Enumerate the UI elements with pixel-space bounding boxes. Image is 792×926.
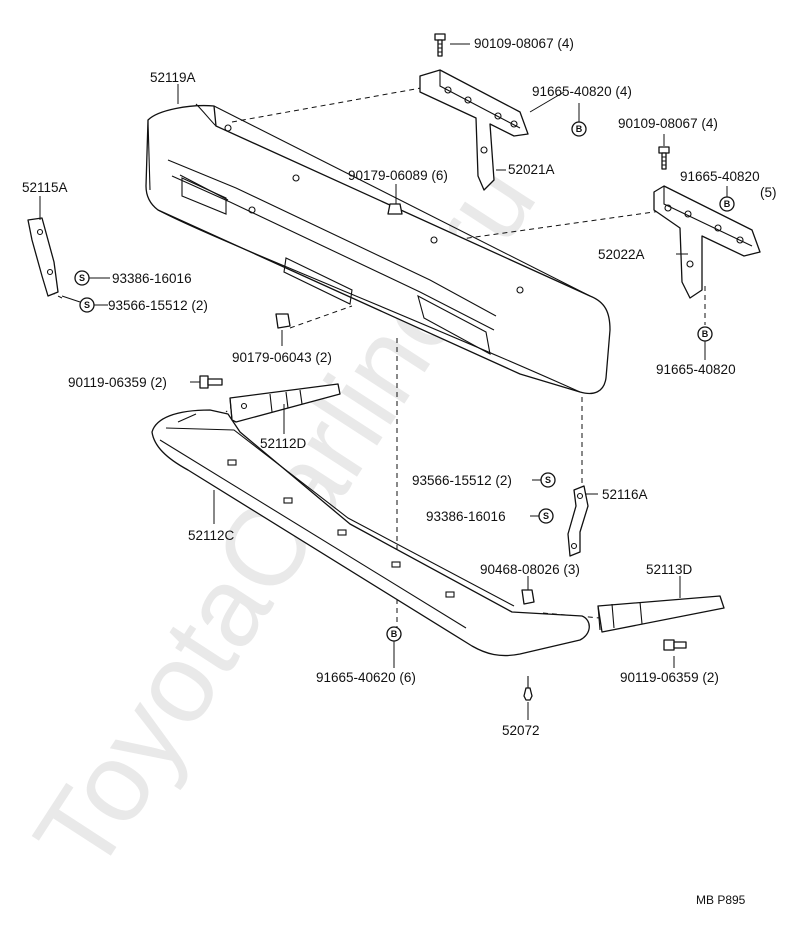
clip-icon	[275, 313, 291, 329]
label-lower-cover: 52112C	[188, 528, 235, 543]
screw-s-icon: S	[540, 472, 556, 488]
label-nut-b-bottom: 91665-40620 (6)	[316, 670, 416, 685]
lower-cover	[151, 409, 590, 657]
nut-b-icon: B	[719, 196, 735, 212]
svg-text:B: B	[702, 329, 709, 339]
svg-text:S: S	[543, 511, 549, 521]
label-nut-b-top-1: 91665-40820 (4)	[532, 84, 632, 99]
label-clip-mid: 90179-06043 (2)	[232, 350, 332, 365]
nut-b-icon: B	[571, 121, 587, 137]
label-bolt-left: 90119-06359 (2)	[68, 375, 167, 390]
svg-text:S: S	[84, 300, 90, 310]
hardware	[199, 33, 687, 701]
part-labels: 90109-08067 (4) 52119A 91665-40820 (4) 9…	[22, 36, 777, 738]
label-bumper-cover: 52119A	[150, 70, 196, 85]
bolt-icon	[658, 146, 670, 170]
label-grommet: 52072	[502, 723, 540, 738]
svg-text:B: B	[724, 199, 731, 209]
label-bolt-top-1: 90109-08067 (4)	[474, 36, 574, 51]
screw-s-icon: S	[538, 508, 554, 524]
nut-b-icon: B	[386, 626, 402, 642]
reinforcement-arm-left	[419, 69, 529, 191]
extension-left	[229, 383, 341, 423]
leader-lines	[39, 43, 728, 720]
side-bracket-right	[567, 485, 589, 557]
screw-s-icon: S	[74, 270, 90, 286]
label-screw-s-left-2: 93566-15512 (2)	[108, 298, 208, 313]
bolt-icon	[199, 375, 223, 389]
label-bolt-right: 90119-06359 (2)	[620, 670, 719, 685]
nut-b-icon: B	[697, 326, 713, 342]
reinforcement-arm-right	[653, 185, 761, 299]
label-nut-b-right-1-qty: (5)	[760, 185, 777, 200]
side-bracket-left	[27, 217, 59, 297]
label-extension-right: 52113D	[646, 562, 693, 577]
extension-right	[597, 595, 725, 633]
bumper-cover	[145, 103, 611, 395]
alignment-lines	[49, 85, 706, 628]
screw-s-icon: S	[79, 297, 95, 313]
label-bolt-top-2: 90109-08067 (4)	[618, 116, 718, 131]
label-extension-left: 52112D	[260, 436, 307, 451]
label-clip-top: 90179-06089 (6)	[348, 168, 448, 183]
label-arm-right: 52022A	[598, 247, 645, 262]
label-bracket-left: 52115A	[22, 180, 68, 195]
svg-text:S: S	[545, 475, 551, 485]
bolt-icon	[663, 639, 687, 651]
label-arm-left: 52021A	[508, 162, 555, 177]
svg-text:B: B	[576, 124, 583, 134]
label-screw-s-left-1: 93386-16016	[112, 271, 192, 286]
figure-code: MB P895	[696, 893, 746, 907]
clip-icon	[521, 589, 535, 605]
clip-icon	[387, 203, 403, 215]
svg-text:S: S	[79, 273, 85, 283]
label-nut-b-right-2: 91665-40820	[656, 362, 736, 377]
label-nut-b-right-1: 91665-40820	[680, 169, 760, 184]
bolt-icon	[434, 33, 446, 57]
label-screw-s-right-2: 93386-16016	[426, 509, 506, 524]
svg-text:B: B	[391, 629, 398, 639]
grommet-icon	[523, 676, 533, 701]
label-bracket-right: 52116A	[602, 487, 648, 502]
label-screw-s-right-1: 93566-15512 (2)	[412, 473, 512, 488]
label-clip-lower: 90468-08026 (3)	[480, 562, 580, 577]
